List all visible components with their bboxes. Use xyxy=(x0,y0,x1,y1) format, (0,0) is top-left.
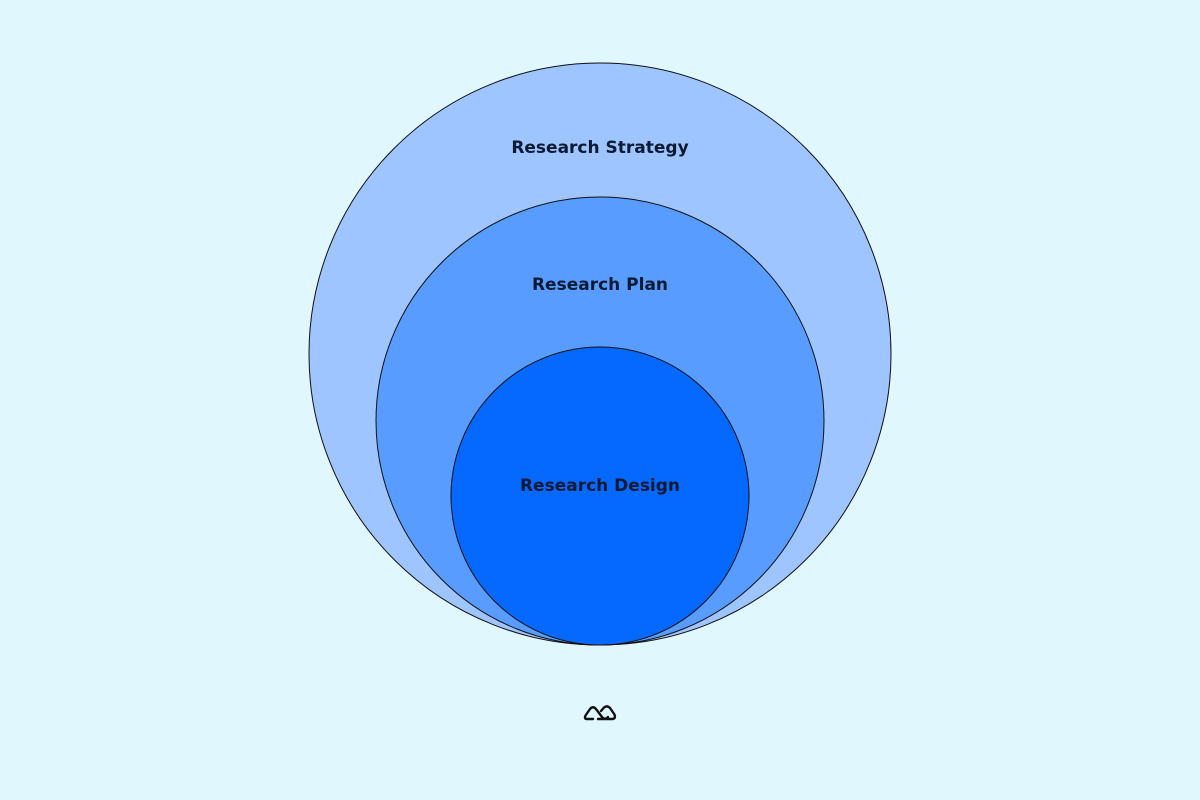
label-research-strategy: Research Strategy xyxy=(511,138,688,158)
label-research-plan: Research Plan xyxy=(532,275,668,295)
label-research-design: Research Design xyxy=(520,476,680,496)
brand-logo-icon xyxy=(583,705,617,721)
circle-research-design xyxy=(450,346,750,646)
